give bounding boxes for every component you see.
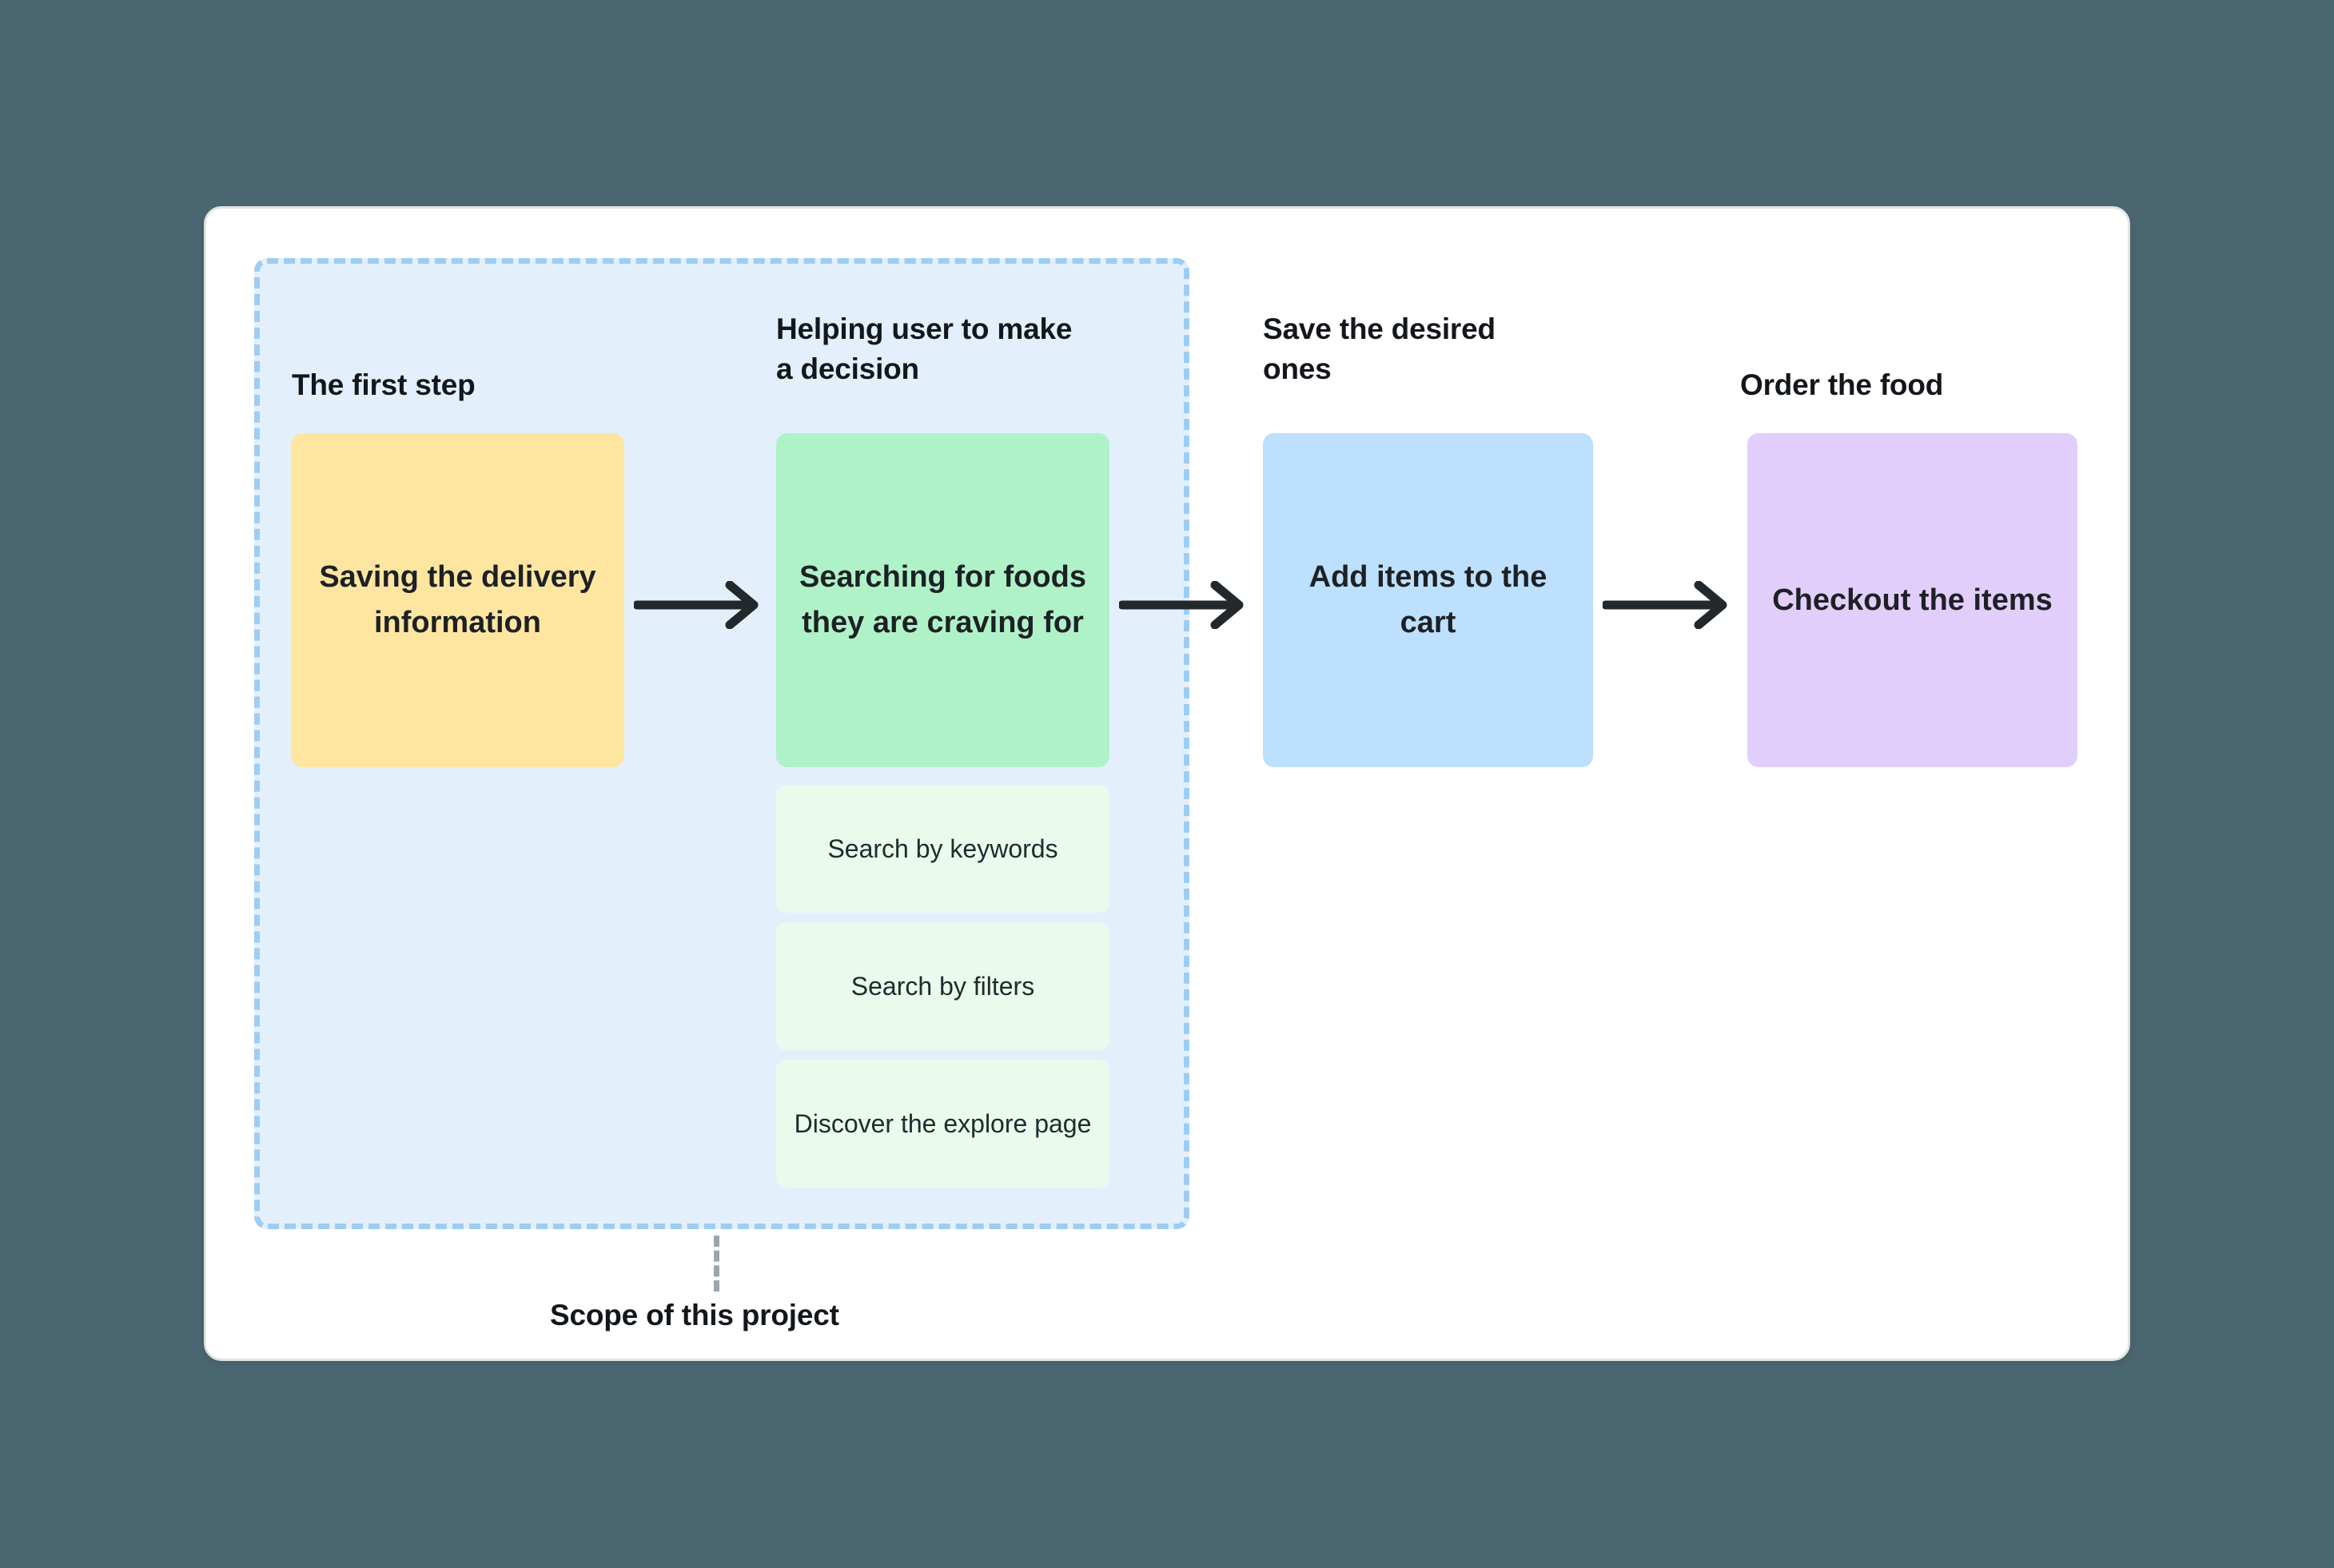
column-heading-first-step: The first step xyxy=(292,368,476,401)
scope-label: Scope of this project xyxy=(550,1299,839,1331)
sub-card-discover-explore-page[interactable]: Discover the explore page xyxy=(776,1060,1109,1188)
step-card-checkout-the-items[interactable]: Checkout the items xyxy=(1747,433,2077,767)
column-heading-order-food: Order the food xyxy=(1740,368,1944,401)
arrow-right-icon xyxy=(632,580,770,630)
column-heading-helping-user: Helping user to make a decision xyxy=(776,312,1073,386)
sub-card-search-by-filters[interactable]: Search by filters xyxy=(776,922,1109,1050)
arrow-right-icon xyxy=(1117,580,1255,630)
flow-board xyxy=(204,206,2130,1361)
step-card-searching-for-foods[interactable]: Searching for foods they are craving for xyxy=(776,433,1109,767)
step-card-add-items-to-cart[interactable]: Add items to the cart xyxy=(1263,433,1593,767)
scope-connector-line xyxy=(714,1236,719,1291)
column-heading-save-desired: Save the desired ones xyxy=(1263,312,1496,386)
arrow-right-icon xyxy=(1601,580,1739,630)
sub-card-search-by-keywords[interactable]: Search by keywords xyxy=(776,785,1109,913)
step-card-saving-delivery-information[interactable]: Saving the delivery information xyxy=(291,433,624,767)
